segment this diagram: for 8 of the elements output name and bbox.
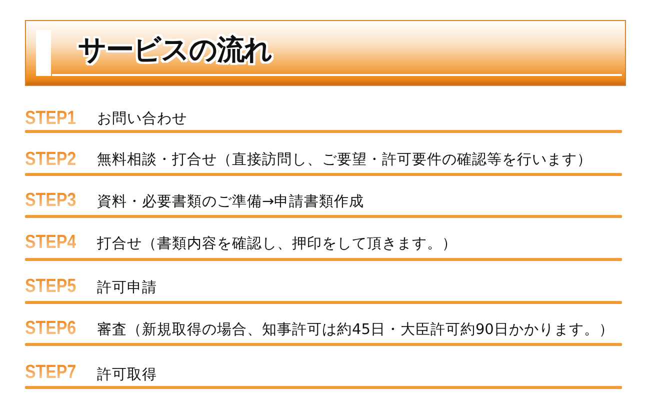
title: サービスの流れ: [78, 32, 272, 68]
step-description: 許可取得: [97, 366, 157, 384]
step-description: 打合せ（書類内容を確認し、押印をして頂きます。）: [97, 234, 457, 253]
step-description: 無料相談・打合せ（直接訪問し、ご要望・許可要件の確認等を行います）: [97, 150, 592, 169]
step-description: 許可申請: [97, 279, 157, 297]
step-description: お問い合わせ: [97, 110, 187, 128]
step-description: 審査（新規取得の場合、知事許可は約45日・大臣許可約90日かかります。）: [97, 320, 614, 339]
step-description: 資料・必要書類のご準備→申請書類作成: [97, 193, 364, 211]
